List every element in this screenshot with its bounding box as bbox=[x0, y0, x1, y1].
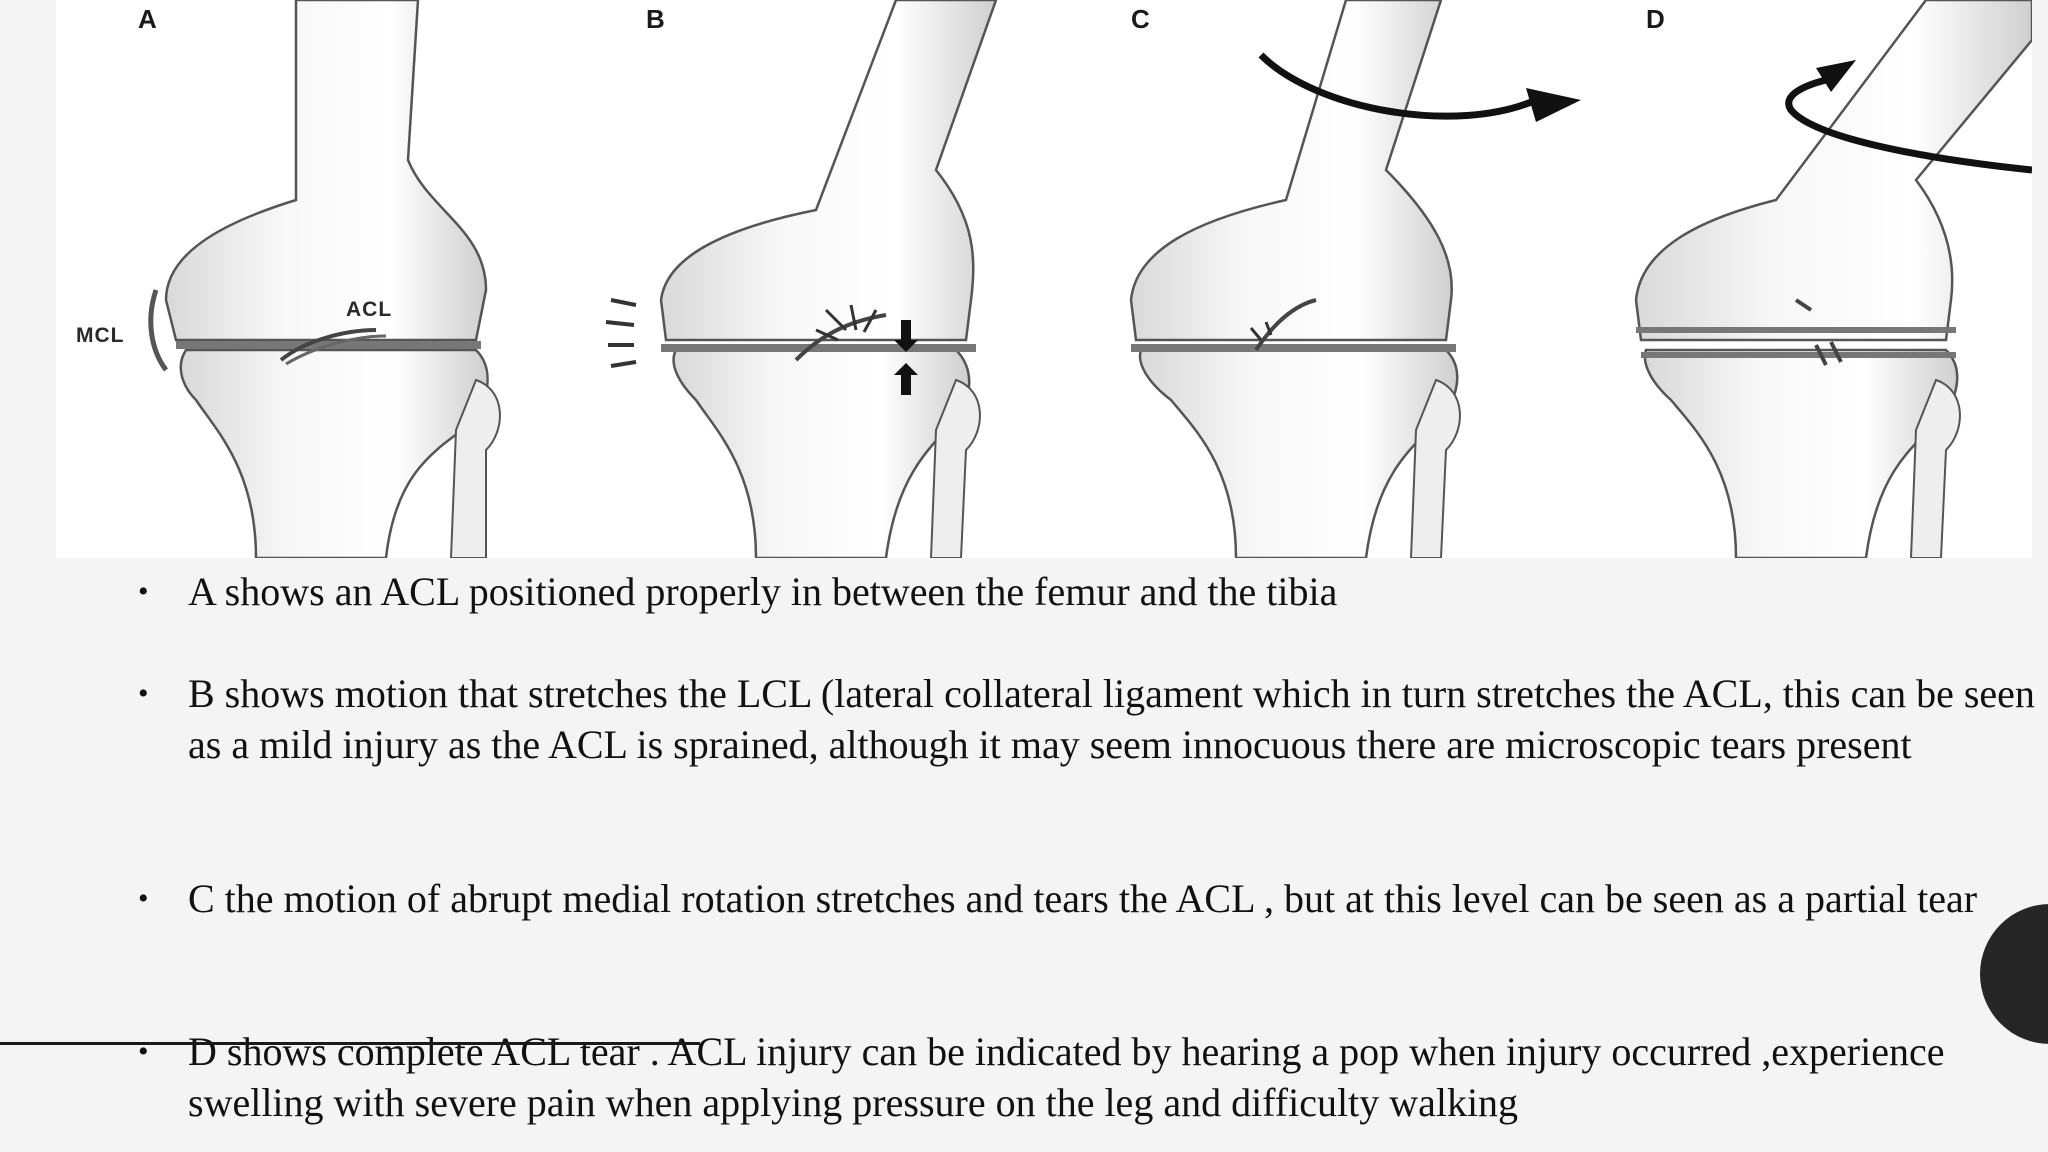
list-item: • A shows an ACL positioned properly in … bbox=[138, 566, 2048, 617]
panel-c-rotation-arrowhead-icon bbox=[1526, 88, 1581, 122]
panel-b-fibula bbox=[929, 378, 981, 558]
panel-a: A ACL MCL bbox=[76, 0, 501, 558]
acl-label: ACL bbox=[346, 298, 392, 321]
knee-illustration: A ACL MCL B C bbox=[76, 0, 2032, 558]
panel-c-fibula bbox=[1409, 378, 1461, 558]
panel-d-letter: D bbox=[1646, 4, 1665, 34]
panel-b-arrow-up-icon bbox=[894, 363, 918, 395]
panel-c-acl-partial-tear bbox=[1254, 298, 1317, 352]
list-item: • B shows motion that stretches the LCL … bbox=[138, 668, 2048, 770]
mcl-label: MCL bbox=[76, 324, 125, 347]
panel-d: D bbox=[1634, 0, 2032, 558]
panel-b-femur bbox=[659, 0, 998, 342]
panel-b-impact-lines bbox=[605, 298, 637, 368]
list-item-text: A shows an ACL positioned properly in be… bbox=[188, 569, 1338, 614]
panel-c-tibia bbox=[1138, 348, 1459, 558]
panel-d-acl-torn-ends bbox=[1794, 298, 1843, 366]
panel-b-acl-stretched bbox=[794, 313, 887, 362]
panel-b-letter: B bbox=[646, 4, 665, 34]
panel-d-meniscus bbox=[1636, 327, 1956, 358]
panel-a-letter: A bbox=[138, 4, 157, 34]
bullet-marker: • bbox=[138, 1035, 149, 1068]
decorative-circle bbox=[1980, 904, 2048, 1044]
list-item-text: D shows complete ACL tear . ACL injury c… bbox=[188, 1029, 1945, 1125]
panel-a-acl-ligament-fibre bbox=[285, 334, 387, 366]
list-item-text: B shows motion that stretches the LCL (l… bbox=[188, 671, 2035, 767]
panel-a-tibia bbox=[179, 348, 489, 558]
panel-d-fibula bbox=[1909, 378, 1961, 558]
decorative-divider-line bbox=[0, 1042, 700, 1045]
bullet-marker: • bbox=[138, 575, 149, 608]
panel-b: B bbox=[605, 0, 998, 558]
knee-illustration-figure: A ACL MCL B C bbox=[56, 0, 2032, 558]
list-item: • D shows complete ACL tear . ACL injury… bbox=[138, 1026, 2048, 1128]
list-item: • C the motion of abrupt medial rotation… bbox=[138, 873, 2048, 924]
bullet-marker: • bbox=[138, 677, 149, 710]
panel-c-letter: C bbox=[1131, 4, 1150, 34]
panel-c-femur bbox=[1129, 0, 1453, 342]
panel-c: C bbox=[1129, 0, 1581, 558]
panel-d-tibia bbox=[1643, 348, 1959, 558]
bullet-marker: • bbox=[138, 882, 149, 915]
panel-b-strain-marks bbox=[815, 304, 878, 342]
panel-d-rotation-arrowhead-icon bbox=[1816, 60, 1856, 92]
panel-a-fibula bbox=[449, 378, 501, 558]
panel-b-tibia bbox=[672, 348, 971, 558]
panel-b-arrow-down-icon bbox=[894, 320, 918, 352]
panel-c-rotation-arrow bbox=[1258, 52, 1538, 120]
panel-a-mcl bbox=[148, 289, 169, 372]
panel-d-femur bbox=[1634, 0, 2032, 342]
panel-d-rotation-arrow bbox=[1785, 76, 2032, 174]
list-item-text: C the motion of abrupt medial rotation s… bbox=[188, 876, 1978, 921]
panel-c-tear-fibres bbox=[1249, 321, 1273, 341]
panel-a-femur bbox=[164, 0, 488, 342]
panel-a-acl-ligament bbox=[279, 328, 377, 362]
